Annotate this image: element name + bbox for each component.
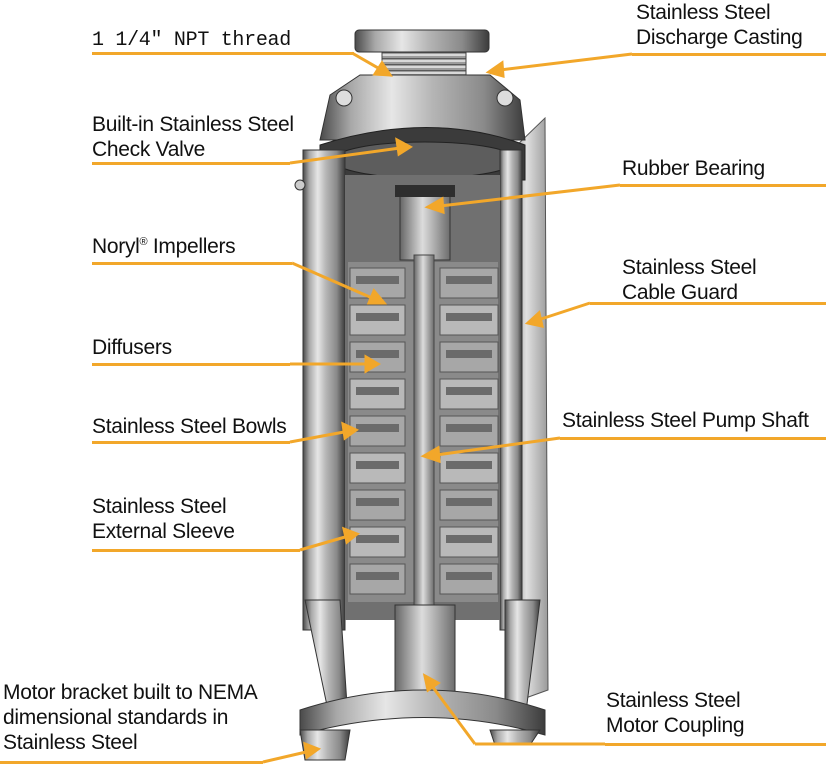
stage-slot <box>356 498 399 506</box>
label-check-valve: Built-in Stainless Steel Check Valve <box>92 112 294 162</box>
leader-sleeve <box>92 549 300 552</box>
stage-slot <box>356 461 399 469</box>
label-motor-bracket-line1: Motor bracket built to NEMA <box>3 681 258 704</box>
stage-slot <box>356 535 399 543</box>
label-motor-bracket: Motor bracket built to NEMA dimensional … <box>3 680 258 755</box>
external-sleeve <box>302 149 346 631</box>
label-coupling-line2: Motor Coupling <box>606 714 745 737</box>
label-rubber-bearing: Rubber Bearing <box>622 157 765 180</box>
stage-slot <box>356 572 399 580</box>
label-sleeve: Stainless Steel External Sleeve <box>92 494 235 544</box>
label-discharge-line1: Stainless Steel <box>636 1 771 24</box>
label-cable-guard-line2: Cable Guard <box>622 281 738 304</box>
rubber-bearing <box>399 189 451 261</box>
label-impellers-noryl: Noryl <box>92 235 140 258</box>
stage-slot <box>356 424 399 432</box>
check-valve <box>332 141 518 179</box>
label-impellers-word: Impellers <box>147 235 236 258</box>
label-sleeve-line2: External Sleeve <box>92 520 235 543</box>
label-discharge-line2: Discharge Casting <box>636 26 803 49</box>
registered-mark: ® <box>139 236 148 248</box>
label-motor-bracket-line2: dimensional standards in <box>3 706 229 729</box>
stage-slot <box>356 276 399 284</box>
stage-slot <box>356 350 399 358</box>
label-bowls: Stainless Steel Bowls <box>92 415 287 438</box>
label-cable-guard-line1: Stainless Steel <box>622 256 757 279</box>
stage-slot <box>446 461 492 469</box>
label-check-valve-line1: Built-in Stainless Steel <box>92 113 294 136</box>
leader-discharge <box>632 53 826 56</box>
leader-impellers <box>92 262 292 265</box>
label-motor-bracket-line3: Stainless Steel <box>3 731 138 754</box>
stage-slot <box>446 424 492 432</box>
label-sleeve-line1: Stainless Steel <box>92 495 227 518</box>
label-discharge-casting: Stainless Steel Discharge Casting <box>636 0 803 50</box>
stage-slot <box>356 313 399 321</box>
label-diffusers: Diffusers <box>92 336 172 359</box>
leader-rubber-bearing <box>620 184 826 187</box>
leader-diffusers <box>92 363 290 366</box>
pump-shaft <box>413 254 435 616</box>
stage-slot <box>356 387 399 395</box>
label-npt-thread: 1 1/4" NPT thread <box>92 29 291 52</box>
label-pump-shaft: Stainless Steel Pump Shaft <box>562 409 809 432</box>
label-check-valve-line2: Check Valve <box>92 138 206 161</box>
label-coupling: Stainless Steel Motor Coupling <box>606 688 745 738</box>
stage-slot <box>446 350 492 358</box>
stage-slot <box>446 498 492 506</box>
leader-npt-thread <box>92 52 354 55</box>
stage-slot <box>446 572 492 580</box>
label-cable-guard: Stainless Steel Cable Guard <box>622 255 757 305</box>
stage-slot <box>446 276 492 284</box>
label-coupling-line1: Stainless Steel <box>606 689 741 712</box>
leader-pump-shaft <box>560 437 826 440</box>
stage-slot <box>446 313 492 321</box>
leader-coupling <box>605 743 826 746</box>
label-impellers: Noryl® Impellers <box>92 234 236 259</box>
leader-check-valve <box>92 162 290 165</box>
leader-motor-bracket <box>0 761 263 764</box>
stage-slot <box>446 535 492 543</box>
leader-cable-guard <box>590 302 826 305</box>
stage-slot <box>446 387 492 395</box>
leader-bowls <box>92 441 290 444</box>
